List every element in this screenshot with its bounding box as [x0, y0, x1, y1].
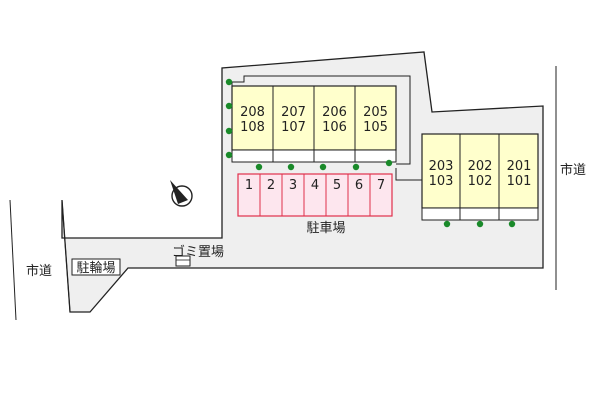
unit-label-lower[interactable]: 103: [429, 174, 454, 189]
unit-label-upper[interactable]: 207: [281, 105, 306, 120]
tree-icon: [508, 220, 516, 228]
north-arrow-icon: [170, 180, 193, 207]
unit-label-lower[interactable]: 105: [363, 120, 388, 135]
parking-stall-number[interactable]: 5: [333, 178, 341, 193]
unit-label-lower[interactable]: 102: [468, 174, 493, 189]
unit-label-upper[interactable]: 205: [363, 105, 388, 120]
unit-label-lower[interactable]: 101: [507, 174, 532, 189]
left-road-label: 市道: [26, 263, 52, 279]
parking-stall-number[interactable]: 7: [377, 178, 385, 193]
tree-icon: [225, 78, 233, 86]
east-building-balcony: [421, 207, 539, 221]
east-building-body: [421, 133, 539, 209]
parking-stall-number[interactable]: 4: [311, 178, 319, 193]
parking-stall-number[interactable]: 2: [267, 178, 275, 193]
tree-icon: [352, 163, 360, 171]
unit-label-upper[interactable]: 203: [429, 159, 454, 174]
parking-label: 駐車場: [306, 221, 345, 236]
east-building: 203 103 202 102 201 101: [421, 133, 539, 221]
garbage-bin-icon: [175, 255, 191, 267]
unit-label-lower[interactable]: 107: [281, 120, 306, 135]
unit-label-upper[interactable]: 202: [468, 159, 493, 174]
left-road-edge: [9, 199, 17, 321]
tree-markers: [225, 78, 516, 228]
unit-label-lower[interactable]: 108: [240, 120, 265, 135]
tree-icon: [319, 163, 327, 171]
lot-west-edge: [61, 199, 71, 313]
tree-icon: [255, 163, 263, 171]
access-path-east: [395, 168, 424, 181]
unit-label-lower[interactable]: 106: [322, 120, 347, 135]
parking-stall-number[interactable]: 1: [245, 178, 253, 193]
unit-label-upper[interactable]: 206: [322, 105, 347, 120]
parking-stall-number[interactable]: 6: [355, 178, 363, 193]
tree-icon: [385, 159, 393, 167]
parking-area: 1 2 3 4 5 6 7: [237, 173, 393, 217]
tree-icon: [225, 151, 233, 159]
tree-icon: [225, 127, 233, 135]
west-building: 208 108 207 107 206 106 205 105: [231, 85, 397, 163]
unit-label-upper[interactable]: 208: [240, 105, 265, 120]
parking-outline: [237, 173, 393, 217]
tree-icon: [476, 220, 484, 228]
tree-icon: [225, 102, 233, 110]
tree-icon: [287, 163, 295, 171]
parking-stall-number[interactable]: 3: [289, 178, 297, 193]
bicycle-parking-label: 駐輪場: [76, 260, 115, 276]
tree-icon: [443, 220, 451, 228]
bicycle-parking-box: [71, 258, 121, 276]
right-road-label: 市道: [560, 162, 586, 178]
unit-label-upper[interactable]: 201: [507, 159, 532, 174]
